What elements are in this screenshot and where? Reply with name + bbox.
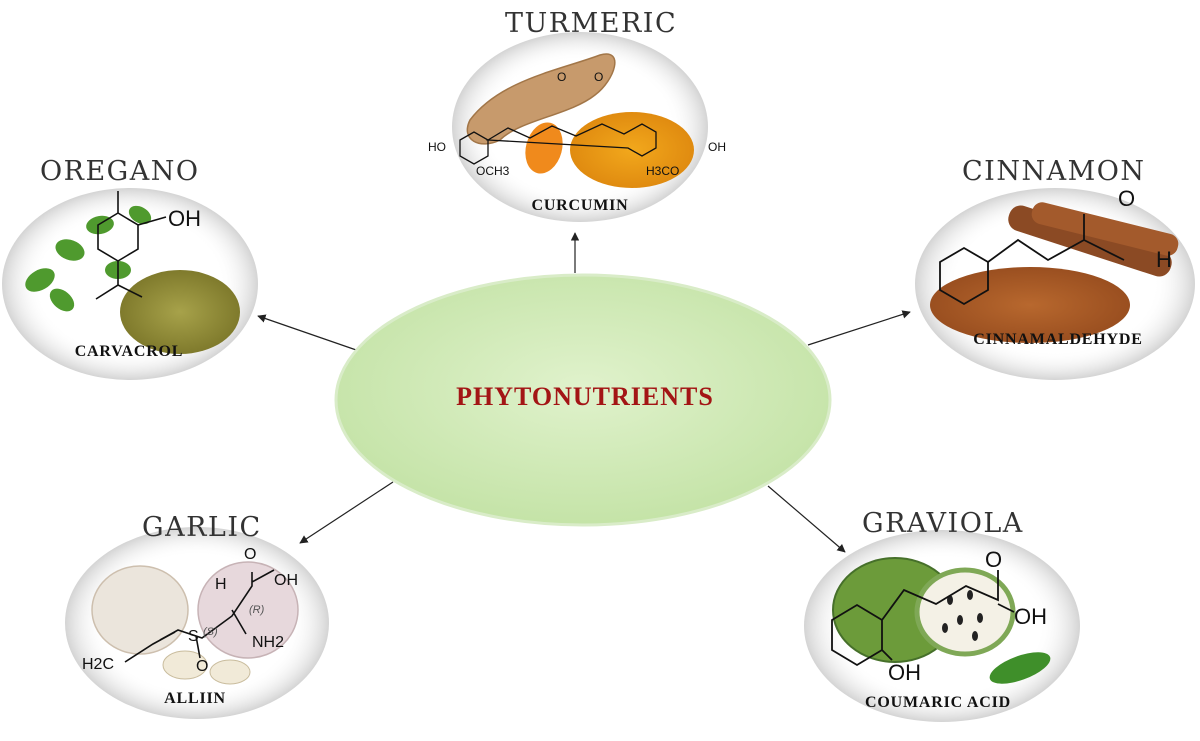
curcumin-oh: OH: [708, 140, 726, 154]
cinnamon-powder: [930, 267, 1130, 343]
arrow-to-garlic: [299, 481, 394, 544]
turmeric-root: [466, 53, 616, 145]
arrow-to-graviola: [767, 485, 846, 553]
alliin-nh2: NH2: [252, 634, 285, 651]
garlic-node: [65, 527, 329, 719]
turmeric-node: [452, 32, 708, 222]
alliin-structure: [124, 569, 275, 663]
alliin-r-stereo: (R): [249, 604, 265, 616]
garlic-title: GARLIC: [142, 512, 262, 543]
center-label: PHYTONUTRIENTS: [456, 382, 714, 411]
curcumin-o1: O: [557, 70, 567, 84]
cinnamaldehyde-structure: [939, 214, 1125, 306]
carvacrol-label: CARVACROL: [74, 343, 184, 360]
turmeric-title: TURMERIC: [505, 8, 678, 39]
cinnamaldehyde-o: O: [1118, 186, 1136, 211]
oregano-node: [2, 188, 258, 380]
garlic-clove-1: [162, 650, 208, 680]
curcumin-h3co: H3CO: [646, 164, 680, 178]
alliin-oh: OH: [274, 572, 298, 589]
oregano-powder: [120, 270, 240, 354]
coumaric-oh-ring: OH: [888, 660, 921, 685]
cinnamon-node: [915, 188, 1195, 380]
cinnamaldehyde-h: H: [1156, 247, 1172, 272]
curcumin-ho: HO: [428, 140, 446, 154]
coumaric-o: O: [985, 547, 1003, 572]
curcumin-structure: [459, 123, 657, 165]
cinnamon-sticks: [1008, 202, 1179, 277]
curcumin-och3: OCH3: [476, 164, 510, 178]
garlic-clove-2: [209, 659, 251, 685]
graviola-title: GRAVIOLA: [862, 508, 1024, 539]
garlic-bulb-right: [197, 561, 299, 659]
alliin-label: ALLIIN: [164, 690, 226, 707]
arrow-to-cinnamon: [807, 310, 911, 346]
graviola-leaf: [989, 652, 1051, 684]
carvacrol-oh: OH: [168, 206, 201, 231]
coumaric-acid-structure: [831, 570, 1015, 667]
garlic-bulb-left: [91, 565, 189, 655]
center-ellipse: [334, 273, 832, 527]
alliin-h: H: [215, 576, 227, 593]
cinnamaldehyde-label: CINNAMALDEHYDE: [973, 331, 1143, 348]
curcumin-o2: O: [594, 70, 604, 84]
alliin-h2c: H2C: [82, 656, 115, 673]
cinnamon-title: CINNAMON: [962, 156, 1146, 187]
arrow-to-oregano: [257, 314, 363, 353]
coumaric-acid-label: COUMARIC ACID: [865, 694, 1011, 711]
alliin-o: O: [196, 658, 209, 675]
carvacrol-structure: [95, 191, 167, 300]
alliin-o-top: O: [244, 546, 257, 563]
coumaric-oh: OH: [1014, 604, 1047, 629]
curcumin-label: CURCUMIN: [531, 197, 629, 214]
graviola-node: [804, 530, 1080, 722]
oregano-title: OREGANO: [40, 156, 200, 187]
alliin-s-stereo: (S): [203, 626, 218, 638]
alliin-s: S: [188, 628, 199, 645]
arrows: [257, 232, 911, 553]
